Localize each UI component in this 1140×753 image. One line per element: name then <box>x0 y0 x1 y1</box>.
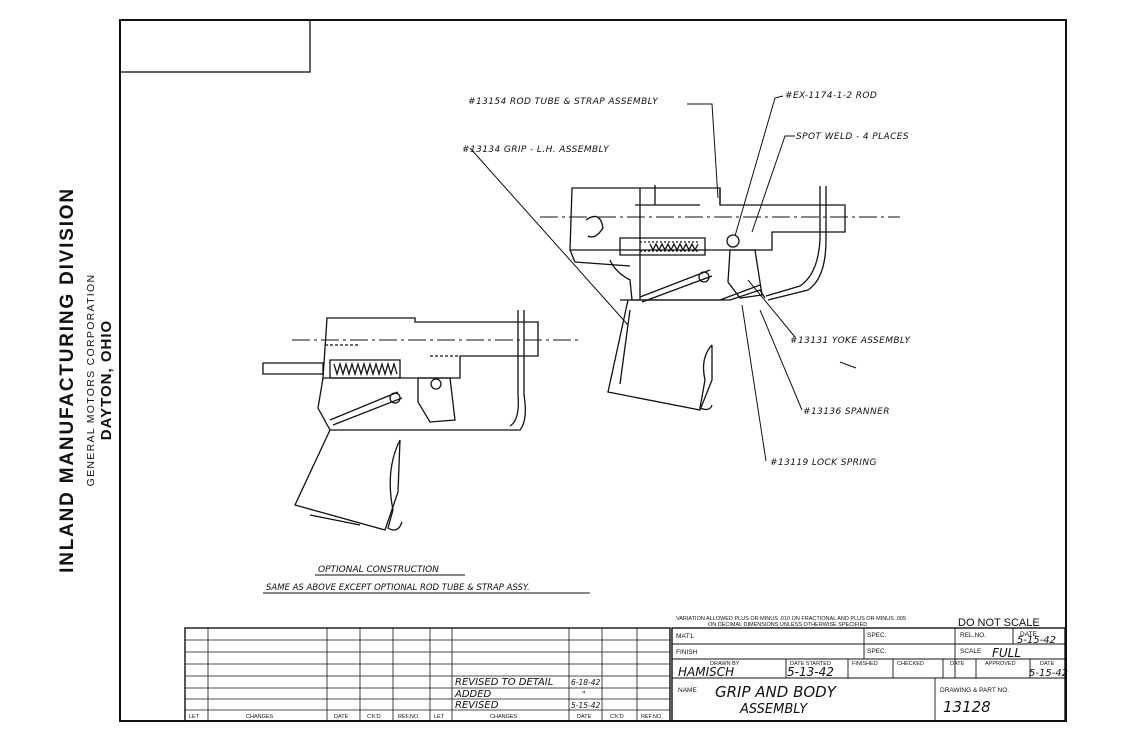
callout-grip-lh: #13134 GRIP - L.H. ASSEMBLY <box>462 145 610 155</box>
rev-header-let-1: LET <box>189 714 200 720</box>
callout-spanner: #13136 SPANNER <box>803 407 890 417</box>
callout-rod-tube: #13154 ROD TUBE & STRAP ASSEMBLY <box>468 97 659 107</box>
drawing-name-line-1: GRIP AND BODY <box>715 683 838 701</box>
rev-row-1-changes: REVISED TO DETAIL <box>455 677 553 688</box>
rev-header-refno-1: REF.NO. <box>398 714 420 720</box>
revision-rows: REVISED TO DETAIL 6-18-42 ADDED " REVISE… <box>454 677 600 711</box>
callout-rod: #EX-1174-1-2 ROD <box>785 91 877 101</box>
rev-header-changes-1: CHANGES <box>246 714 274 720</box>
finished-label: FINISHED <box>852 661 878 667</box>
rev-header-ckd-1: C'K'D <box>367 714 381 720</box>
optional-text: SAME AS ABOVE EXCEPT OPTIONAL ROD TUBE &… <box>266 583 530 593</box>
rev-header-changes-2: CHANGES <box>490 714 518 720</box>
spec-label: SPEC. <box>867 632 887 639</box>
do-not-scale: DO NOT SCALE <box>958 617 1040 629</box>
tolerance-line-2: ON DECIMAL DIMENSIONS UNLESS OTHERWISE S… <box>708 622 867 628</box>
drawing-no-label: DRAWING & PART NO. <box>940 687 1009 694</box>
approved-label: APPROVED <box>985 661 1016 667</box>
rev-header-date-2: DATE <box>577 714 592 720</box>
spec2-label: SPEC. <box>867 648 887 655</box>
leader-lines <box>469 95 857 462</box>
revision-table <box>184 627 671 722</box>
date3-label: DATE <box>1040 661 1055 667</box>
drawing-no-value: 13128 <box>943 698 991 716</box>
date-top-label: DATE <box>1020 631 1038 638</box>
rev-row-3-date: 5-15-42 <box>571 701 600 710</box>
date-started-value: 5-13-42 <box>787 665 834 679</box>
rev-header-date-1: DATE <box>334 714 349 720</box>
finish-label: FINISH <box>676 649 698 656</box>
rev-header-let-2: LET <box>434 714 445 720</box>
optional-title: OPTIONAL CONSTRUCTION <box>318 565 439 575</box>
name-label: NAME <box>678 687 697 694</box>
rev-header-refno-2: REF.NO. <box>641 714 663 720</box>
matl-label: MAT'L <box>676 633 694 640</box>
drawn-by-value: HAMISCH <box>678 665 734 679</box>
date3-value: 5-15-42 <box>1029 668 1068 679</box>
scale-value: FULL <box>992 646 1021 660</box>
date-started-label: DATE STARTED <box>790 661 831 667</box>
callout-lock-spring: #13119 LOCK SPRING <box>770 458 877 468</box>
rev-row-1-date: 6-18-42 <box>571 678 600 687</box>
drawing-name-line-2: ASSEMBLY <box>739 702 808 717</box>
rev-header-ckd-2: C'K'D <box>610 714 624 720</box>
corner-box <box>119 19 311 73</box>
callout-spot-weld: SPOT WELD - 4 PLACES <box>796 132 909 142</box>
drawing-border <box>119 19 1067 722</box>
rev-row-2-changes: ADDED <box>454 689 492 700</box>
scale-label: SCALE <box>960 648 982 655</box>
drawn-by-label: DRAWN BY <box>710 661 740 667</box>
main-assembly-view <box>540 185 900 411</box>
optional-construction-view <box>262 310 582 531</box>
date-top-value: 5-15-42 <box>1017 635 1056 646</box>
tolerance-line-1: VARIATION ALLOWED PLUS OR MINUS .010 ON … <box>676 616 906 622</box>
date2-label: DATE <box>950 661 965 667</box>
revision-headers: LET CHANGES DATE C'K'D REF.NO. LET CHANG… <box>189 714 663 720</box>
callout-yoke: #13131 YOKE ASSEMBLY <box>790 336 912 346</box>
rel-no-label: REL.NO. <box>960 632 986 639</box>
rev-row-3-changes: REVISED <box>455 700 499 711</box>
title-block <box>671 627 1066 722</box>
checked-label: CHECKED <box>897 661 924 667</box>
rev-row-2-date: " <box>582 690 585 699</box>
